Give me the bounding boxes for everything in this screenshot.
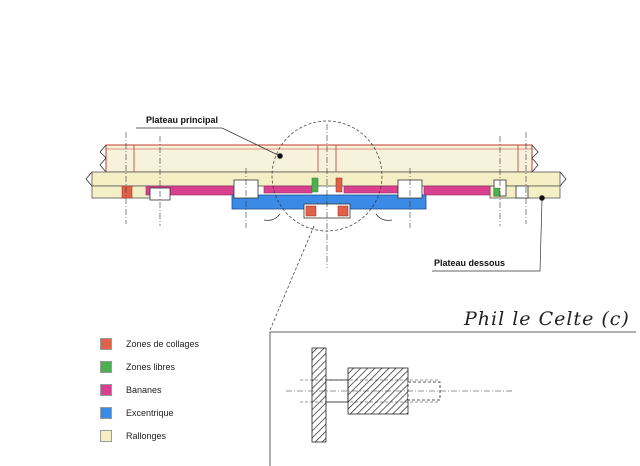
plateau-principal-board [99,144,539,173]
center-axes [125,124,527,268]
legend-swatch [100,429,112,442]
legend-swatch [100,337,112,350]
detail-circle [271,120,383,232]
legend-item-zones-libres: Zones libres [100,355,199,378]
legend-swatch [100,383,112,396]
legend-label: Zones libres [126,361,176,372]
legend-label: Excentrique [126,407,174,418]
legend-swatch [100,406,112,419]
legend-item-excentrique: Excentrique [100,401,199,424]
plateau-principal-label: Plateau principal [146,115,219,125]
legend-label: Rallonges [126,430,167,441]
legend-label: Zones de collages [126,338,200,349]
leader-lines [136,127,545,331]
legend-label: Bananes [126,384,162,395]
signature: Phil le Celte (c) [464,308,630,330]
plateau-dessous-label: Plateau dessous [434,258,506,268]
legend-item-bananes: Bananes [100,378,199,401]
legend-swatch [100,360,112,373]
legend-item-zones-de-collages: Zones de collages [100,332,199,355]
detail-view [269,331,636,466]
rotation-arrows [263,213,393,221]
legend-item-rallonges: Rallonges [100,424,199,447]
legend: Zones de collages Zones libres Bananes E… [100,332,199,447]
